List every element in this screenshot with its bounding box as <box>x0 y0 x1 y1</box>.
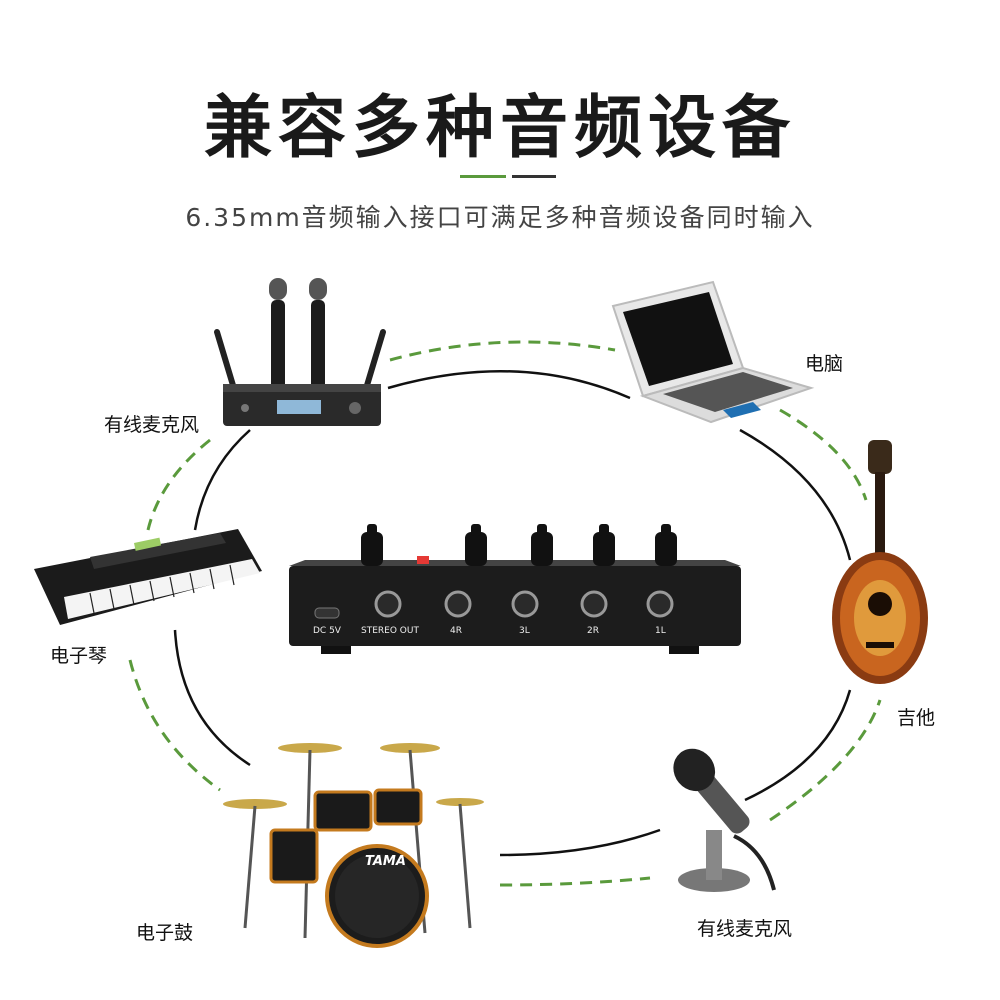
port-label-4r: 4R <box>450 626 462 636</box>
label-keyboard: 电子琴 <box>50 645 108 667</box>
label-guitar: 吉他 <box>897 707 936 729</box>
dashed-link-right-top <box>779 408 868 501</box>
page-title: 兼容多种音频设备 <box>203 89 796 168</box>
port-label-stereo-out: STEREO OUT <box>361 626 419 636</box>
keyboard-icon <box>34 529 262 625</box>
mixer-body-icon <box>289 524 741 654</box>
dashed-link-bottom <box>499 876 651 887</box>
solid-link-right-top <box>739 428 852 561</box>
desk-microphone-icon <box>673 748 776 892</box>
dashed-link-left-top <box>146 438 211 531</box>
dashed-link-left-bottom <box>128 659 221 792</box>
title-divider <box>460 175 556 178</box>
solid-link-top <box>387 369 631 400</box>
drum-kit-icon <box>223 743 484 948</box>
drum-kit: TAMA <box>215 738 490 948</box>
wireless-mic-receiver-icon <box>214 278 386 426</box>
port-label-3l: 3L <box>519 626 530 636</box>
drum-brand-logo: TAMA <box>365 854 406 869</box>
solid-link-left-top <box>193 429 251 531</box>
port-label-dc: DC 5V <box>313 626 341 636</box>
label-drums: 电子鼓 <box>136 922 194 944</box>
page-subtitle: 6.35mm音频输入接口可满足多种音频设备同时输入 <box>185 203 815 232</box>
label-laptop: 电脑 <box>805 353 844 375</box>
solid-link-left-bottom <box>173 629 251 767</box>
port-label-2r: 2R <box>587 626 599 636</box>
dashed-link-right-bottom <box>769 699 882 822</box>
laptop-icon <box>611 280 815 424</box>
dashed-link-top <box>389 340 616 362</box>
guitar-icon <box>832 440 928 684</box>
solid-link-right-bottom <box>744 689 852 802</box>
label-wireless-mic: 有线麦克风 <box>104 414 200 436</box>
label-desk-mic: 有线麦克风 <box>697 918 793 940</box>
solid-link-bottom <box>499 828 661 857</box>
port-label-1l: 1L <box>655 626 666 636</box>
audio-mixer: DC 5V STEREO OUT 4R 3L 2R 1L <box>285 520 745 655</box>
